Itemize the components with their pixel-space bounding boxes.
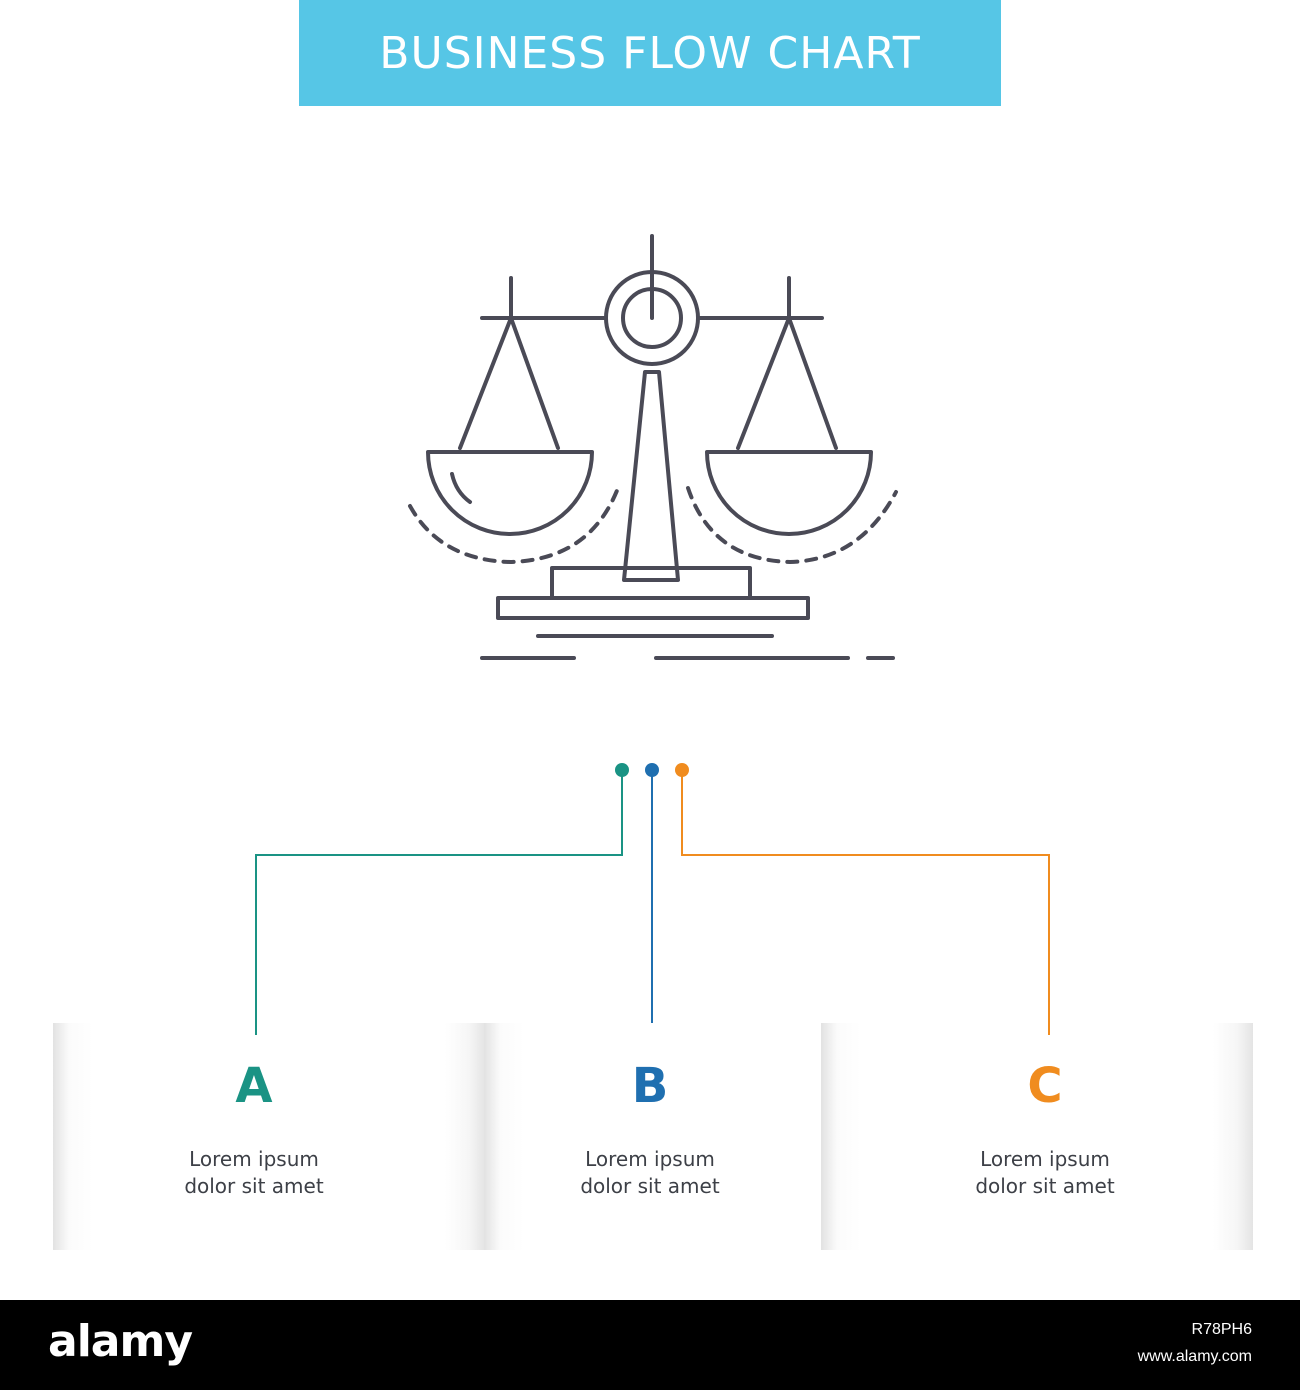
step-text-c-line1: Lorem ipsum [980, 1147, 1110, 1171]
node-dot-b [645, 763, 659, 777]
node-dot-a [615, 763, 629, 777]
step-text-a-line1: Lorem ipsum [189, 1147, 319, 1171]
connector-a [255, 770, 623, 1035]
step-card-a [53, 1023, 485, 1250]
step-letter-a: A [235, 1058, 273, 1114]
connector-c [681, 770, 1050, 1035]
title-banner: BUSINESS FLOW CHART [299, 0, 1001, 106]
step-text-b: Lorem ipsum dolor sit amet [520, 1146, 780, 1200]
step-text-b-line2: dolor sit amet [580, 1174, 720, 1198]
step-text-b-line1: Lorem ipsum [585, 1147, 715, 1171]
chart-title: BUSINESS FLOW CHART [379, 27, 921, 79]
step-text-a: Lorem ipsum dolor sit amet [124, 1146, 384, 1200]
alamy-logo: alamy [48, 1316, 193, 1367]
step-card-b [484, 1023, 822, 1250]
step-text-a-line2: dolor sit amet [184, 1174, 324, 1198]
step-text-c: Lorem ipsum dolor sit amet [915, 1146, 1175, 1200]
step-letter-b: B [631, 1058, 669, 1114]
balance-scale-icon [408, 234, 898, 660]
image-id: R78PH6 [1191, 1321, 1252, 1338]
node-dot-c [675, 763, 689, 777]
step-card-c [821, 1023, 1253, 1250]
footer-url: www.alamy.com [1137, 1348, 1252, 1365]
step-letter-c: C [1027, 1058, 1063, 1114]
footer-bar: alamy R78PH6 www.alamy.com [0, 1300, 1300, 1390]
step-text-c-line2: dolor sit amet [975, 1174, 1115, 1198]
